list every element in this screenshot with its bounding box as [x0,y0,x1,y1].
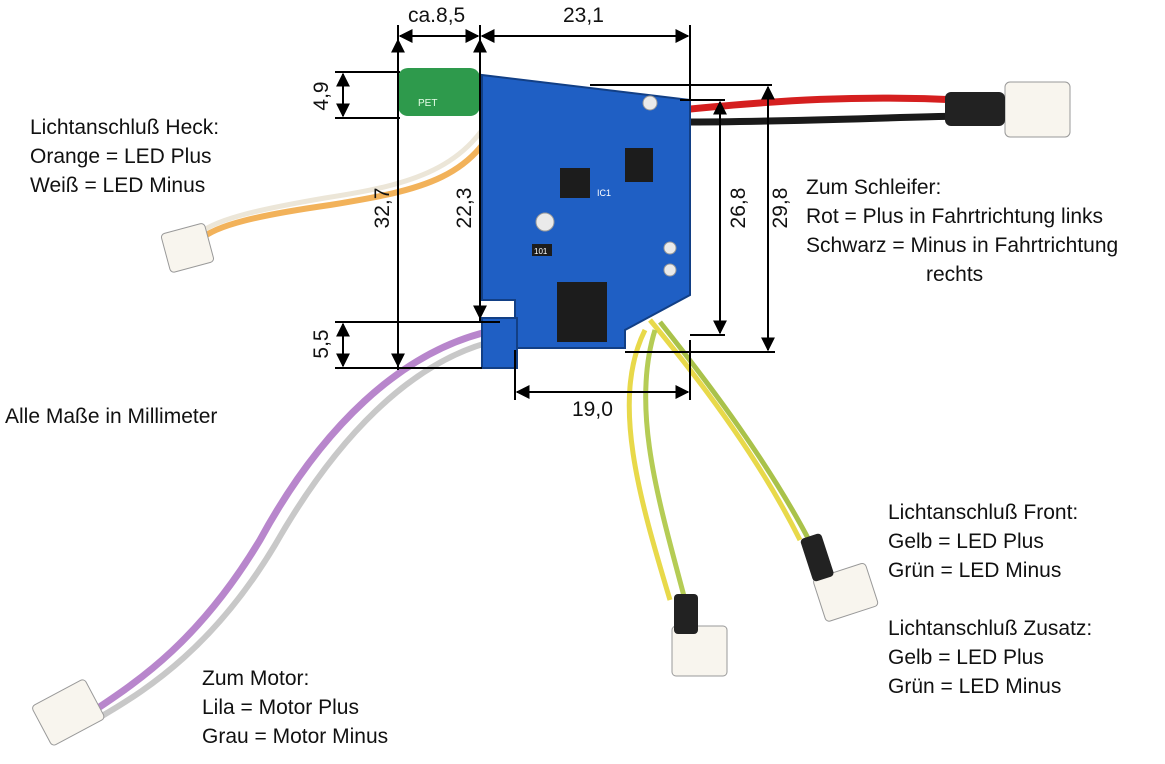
connector-schleifer [1004,81,1071,138]
pcb-board [481,73,691,349]
heck-line1: Orange = LED Plus [30,145,212,168]
connector-motor [32,679,105,746]
dim-label-bottom-pad: 5,5 [310,329,333,359]
annotation-motor: Zum Motor: Lila = Motor Plus Grau = Moto… [202,664,388,751]
connector-front-sleeve [800,533,834,582]
ic1-label: IC1 [597,188,611,198]
motor-line1: Lila = Motor Plus [202,696,359,719]
connector-zusatz-sleeve [674,594,698,634]
dim-label-board-width: 23,1 [563,4,604,27]
heck-line2: Weiß = LED Minus [30,174,206,197]
dimension-lines [335,25,775,400]
mounting-hole [535,212,555,232]
pad-3 [642,95,658,111]
schleifer-line2: Schwarz = Minus in Fahrtrichtung [806,234,1119,257]
small-chip [625,148,653,182]
zusatz-line2: Grün = LED Minus [888,675,1062,698]
pad-1 [663,241,677,255]
connector-schleifer-sleeve [945,92,1005,126]
front-title: Lichtanschluß Front: [888,501,1079,524]
pcb: PET IC1 101 [398,68,691,369]
zusatz-title: Lichtanschluß Zusatz: [888,617,1093,640]
schleifer-line1: Rot = Plus in Fahrtrichtung links [806,205,1104,228]
schleifer-title: Zum Schleifer: [806,176,942,199]
motor-line2: Grau = Motor Minus [202,725,389,748]
dim-label-right-b: 29,8 [769,187,792,229]
resistor-101-label: 101 [534,247,548,256]
pcb-bottom-pad [481,317,518,369]
dim-label-cap-height: 4,9 [310,81,333,111]
schleifer-line3: rechts [926,263,984,286]
wire-green-extra [643,329,688,601]
wire-black [679,112,961,126]
annotation-front: Lichtanschluß Front: Gelb = LED Plus Grü… [888,498,1078,585]
annotation-masse: Alle Maße in Millimeter [5,405,218,428]
connector-group [32,81,1071,746]
dim-label-inner-height: 22,3 [453,187,476,229]
front-line2: Grün = LED Minus [888,559,1062,582]
wire-white [194,97,503,238]
annotation-heck: Lichtanschluß Heck: Orange = LED Plus We… [30,113,219,200]
wire-grey [100,337,499,719]
heck-title: Lichtanschluß Heck: [30,116,220,139]
connector-front [813,562,879,622]
dim-label-cap-width: ca.8,5 [408,4,466,27]
dim-label-right-a: 26,8 [727,187,750,229]
zusatz-line1: Gelb = LED Plus [888,646,1044,669]
annotation-schleifer: Zum Schleifer: Rot = Plus in Fahrtrichtu… [806,173,1118,289]
capacitor-marking: PET [418,98,437,109]
wire-yellow-front [648,318,803,542]
wire-purple [93,326,496,713]
front-line1: Gelb = LED Plus [888,530,1044,553]
annotation-zusatz: Lichtanschluß Zusatz: Gelb = LED Plus Gr… [888,614,1092,701]
dim-label-total-height: 32,7 [371,187,394,229]
resistor-101 [532,244,552,256]
wire-green-front [658,320,813,544]
capacitor [398,68,480,116]
connector-heck [160,223,214,273]
ic1-chip [560,168,590,198]
motor-title: Zum Motor: [202,667,310,690]
connector-zusatz [671,625,728,677]
wire-yellow-extra [626,328,673,601]
pad-2 [663,263,677,277]
regulator-chip [557,282,607,342]
dim-label-bottom-width: 19,0 [572,398,613,421]
